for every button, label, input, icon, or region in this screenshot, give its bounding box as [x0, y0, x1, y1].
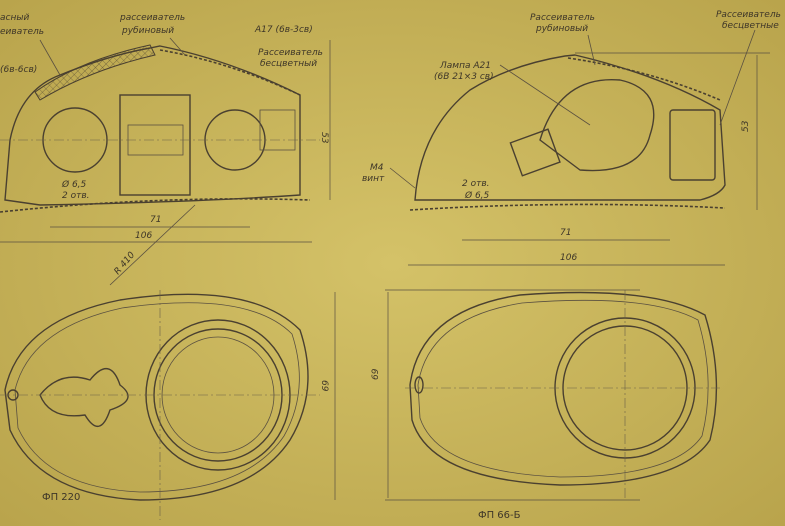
- right-length-dim: 106: [560, 253, 577, 263]
- right-ruby-lens: [567, 57, 721, 101]
- left-label-lamp: А17 (6в-3св): [254, 25, 313, 35]
- left-label-ruby-lens-2: рубиновый: [121, 26, 174, 36]
- right-housing-outline: [414, 54, 726, 201]
- left-caption: ФП 220: [42, 492, 80, 503]
- right-caption: ФП 66-Б: [478, 510, 521, 521]
- left-label-lamp-cut: (6в-6св): [0, 65, 37, 75]
- right-label-clear-lens: Рассеиватель: [716, 10, 781, 20]
- right-label-lamp-2: (6В 21×3 св): [434, 72, 494, 82]
- left-ruby-lens: [159, 49, 301, 96]
- right-label-lamp: Лампа А21: [439, 61, 491, 71]
- right-top-outline: [409, 291, 718, 486]
- left-label-clear-lens-cut: асный: [0, 13, 29, 23]
- left-holes: 2 отв.: [62, 191, 90, 201]
- right-mount-hole: [414, 376, 424, 394]
- right-base-plate: [409, 203, 726, 211]
- right-label-clear-lens-2: бесцветные: [722, 21, 779, 31]
- left-housing-outline: [4, 45, 301, 206]
- right-holes: 2 отв.: [462, 179, 490, 189]
- left-reflector-box: [259, 109, 296, 151]
- right-side-view: 53 71 106 2 отв. Ø 6,5 М4 винт Рассеиват…: [362, 10, 781, 266]
- left-label-clear-lens-2: бесцветный: [260, 59, 317, 69]
- left-length-dim: 106: [135, 231, 152, 241]
- left-side-view: 53 71 106 R 410 Ø 6,5 2 отв. асный еиват…: [0, 13, 331, 286]
- left-label-clear-lens: Рассеиватель: [258, 48, 323, 58]
- left-clear-lens: [34, 44, 156, 101]
- left-base-plate: [0, 198, 311, 213]
- left-label-clear-lens-cut-2: еиватель: [0, 27, 44, 37]
- right-height-dim: 53: [741, 120, 751, 132]
- right-inner-length-dim: 71: [560, 228, 571, 238]
- left-hole-dia: Ø 6,5: [61, 179, 87, 190]
- right-screw-label-2: винт: [362, 174, 385, 184]
- right-top-view: 69 ФП 66-Б: [371, 289, 720, 521]
- right-lamp-socket: [509, 128, 561, 177]
- left-mount-bracket: [39, 368, 129, 427]
- right-label-ruby-lens-2: рубиновый: [535, 24, 588, 34]
- right-lamp-bulb: [539, 78, 655, 172]
- right-reflector-box: [669, 109, 716, 181]
- left-inner-length-dim: 71: [150, 215, 161, 225]
- right-screw-label: М4: [370, 163, 384, 173]
- right-label-ruby-lens: Рассеиватель: [530, 13, 595, 23]
- left-width-dim: 69: [319, 380, 329, 392]
- right-width-dim: 69: [371, 368, 381, 380]
- right-hole-dia: Ø 6,5: [464, 190, 490, 201]
- left-height-dim: 53: [319, 132, 329, 144]
- left-top-outline: [4, 293, 309, 501]
- left-top-view: 69 ФП 220: [0, 290, 336, 520]
- left-label-ruby-lens: рассеиватель: [119, 13, 185, 23]
- left-lamp-holder: [119, 94, 191, 196]
